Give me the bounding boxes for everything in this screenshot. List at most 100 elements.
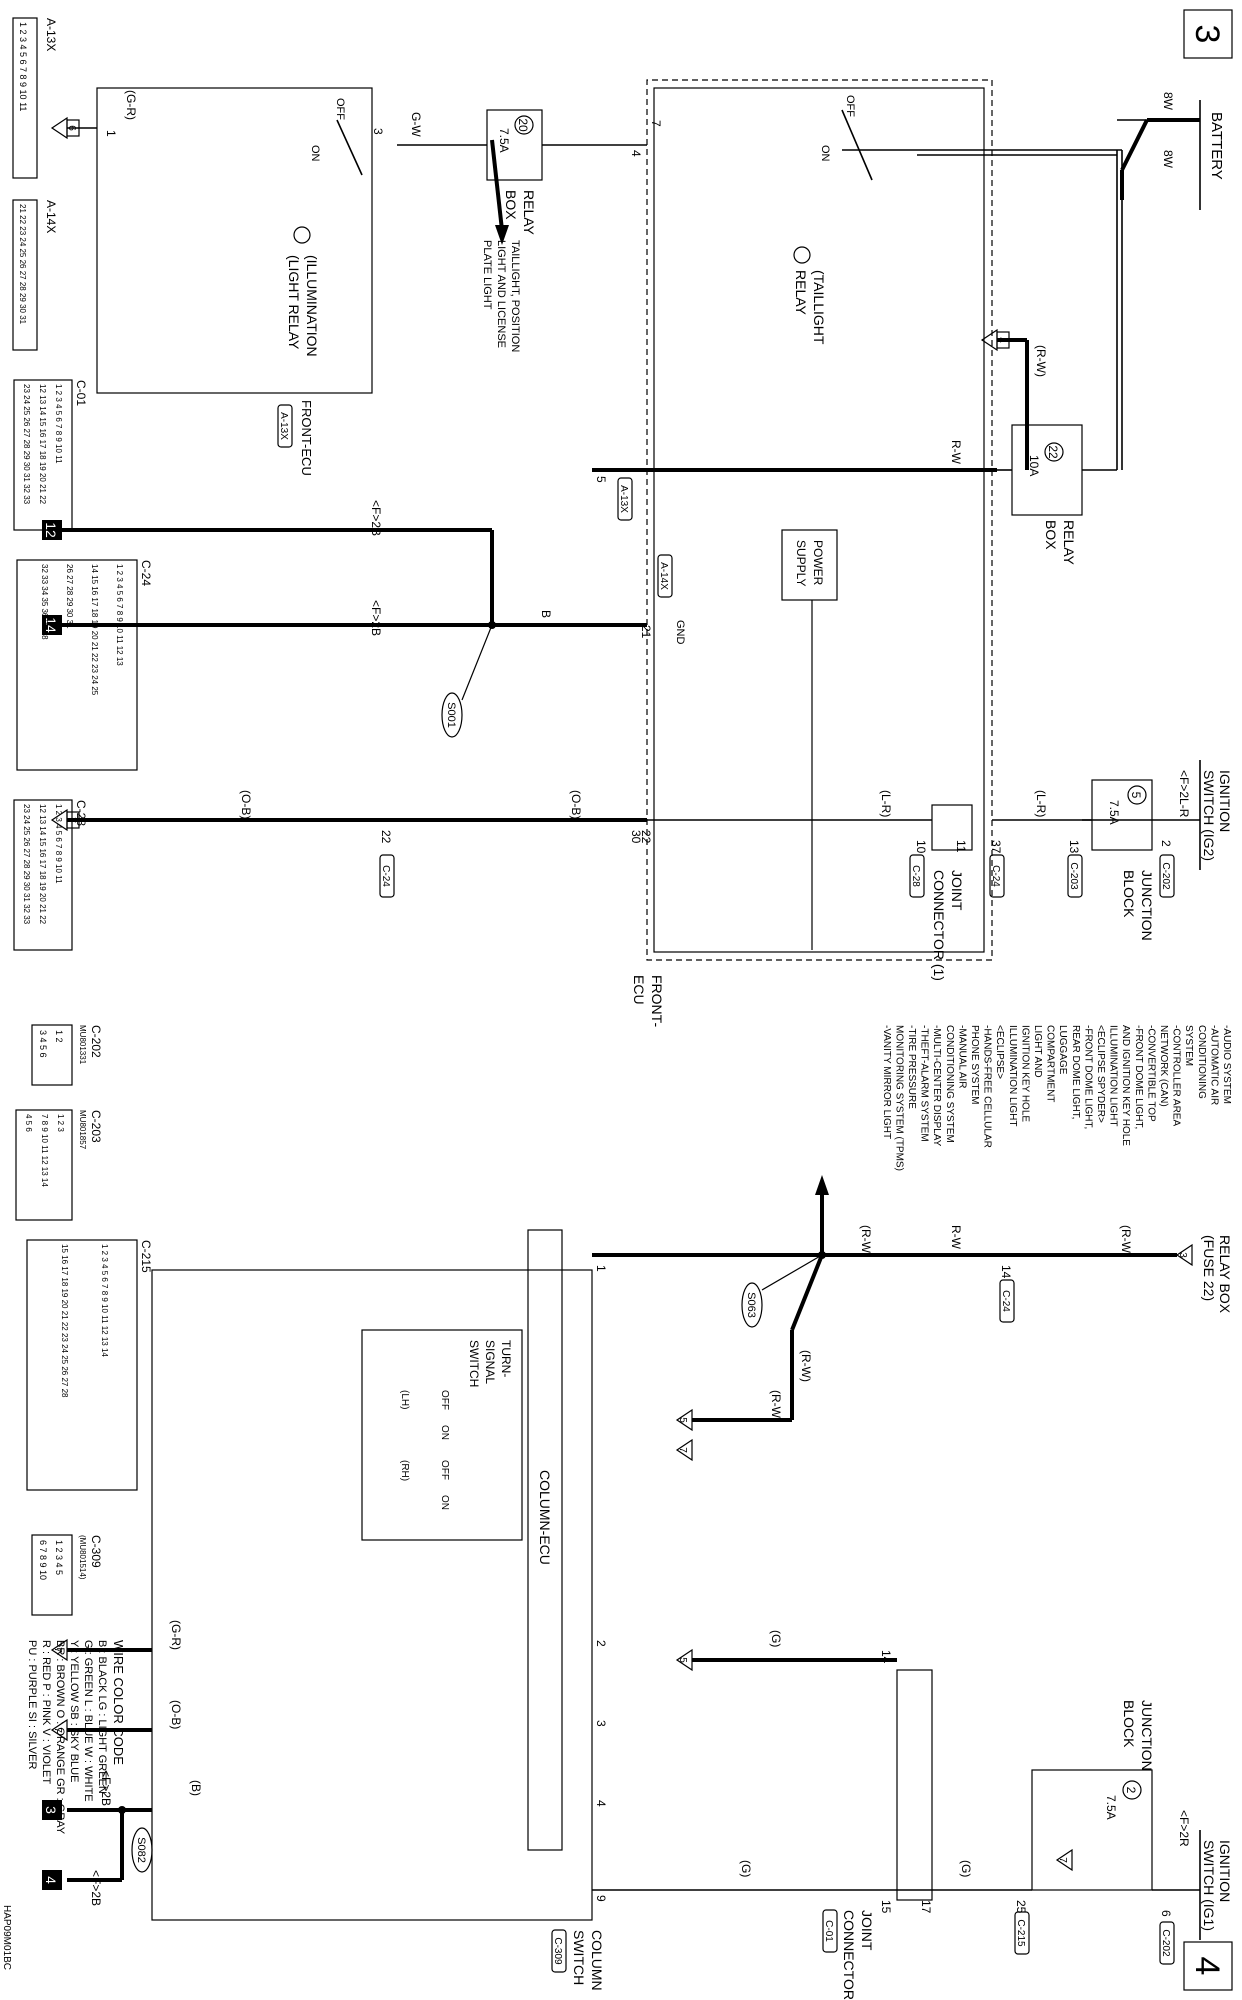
svg-text:23 24 25 26 27 28 29 30 31 32: 23 24 25 26 27 28 29 30 31 32 33 bbox=[22, 384, 31, 505]
svg-text:SWITCH: SWITCH bbox=[467, 1340, 481, 1387]
svg-text:2: 2 bbox=[1159, 840, 1173, 847]
battery: BATTERY 8W 8W bbox=[1120, 92, 1225, 210]
svg-text:BLOCK: BLOCK bbox=[1121, 1700, 1137, 1748]
relay-box-top: 22 10A RELAY BOX bbox=[1011, 424, 1083, 566]
svg-text:7 8 9 10 11 12 13 14: 7 8 9 10 11 12 13 14 bbox=[40, 1114, 49, 1187]
svg-text:BOX: BOX bbox=[1043, 520, 1059, 550]
svg-text:4: 4 bbox=[996, 337, 1007, 343]
svg-text:6: 6 bbox=[1159, 1910, 1173, 1917]
svg-text:4: 4 bbox=[594, 1800, 608, 1807]
svg-text:26 27 28 29 30 31: 26 27 28 29 30 31 bbox=[65, 564, 74, 629]
feed-item: PHONE SYSTEM bbox=[969, 1025, 980, 1104]
svg-text:(L-R): (L-R) bbox=[1034, 790, 1048, 817]
svg-text:A-14X: A-14X bbox=[44, 200, 58, 233]
svg-text:22: 22 bbox=[379, 830, 393, 844]
junction-block-1: 5 7.5A JUNCTION BLOCK 13 C-203 bbox=[1067, 779, 1155, 941]
svg-text:37: 37 bbox=[989, 840, 1003, 854]
svg-text:(G-R): (G-R) bbox=[124, 90, 138, 120]
feed-item: MONITORING SYSTEM (TPMS) bbox=[893, 1025, 904, 1171]
feed-item: <ECLIPSE> bbox=[994, 1025, 1005, 1079]
front-ecu-label-b: FRONT-ECU A-13X bbox=[277, 400, 314, 476]
svg-text:7: 7 bbox=[1057, 1857, 1068, 1863]
feed-item: -FRONT DOME LIGHT, bbox=[1133, 1025, 1144, 1129]
svg-text:RELAY: RELAY bbox=[793, 270, 809, 316]
svg-text:OFF: OFF bbox=[844, 95, 856, 117]
svg-text:(ILLUMINATION: (ILLUMINATION bbox=[304, 255, 320, 357]
feed-item: -AUDIO SYSTEM bbox=[1221, 1025, 1232, 1104]
relay-box-fuse-ref: RELAY BOX (FUSE 22) 3 bbox=[1175, 1235, 1233, 1314]
joint-connector-1: JOINT CONNECTOR (1) C-28 bbox=[909, 804, 973, 981]
feed-item: -HANDS-FREE CELLULAR bbox=[982, 1025, 993, 1148]
svg-text:<F>2R: <F>2R bbox=[1177, 1810, 1191, 1847]
turn-signal-switch: TURN- SIGNAL SWITCH OFF ON (LH) OFF ON (… bbox=[361, 1329, 523, 1541]
svg-text:BOX: BOX bbox=[503, 190, 519, 220]
feed-item: IGNITION KEY HOLE bbox=[1019, 1025, 1030, 1122]
svg-text:15 16 17 18 19 20 21 22 23 24: 15 16 17 18 19 20 21 22 23 24 25 26 27 2… bbox=[60, 1244, 69, 1398]
svg-text:<F>2B: <F>2B bbox=[99, 1770, 113, 1806]
svg-text:C-215: C-215 bbox=[1015, 1919, 1026, 1947]
page-number-left: 3 bbox=[1183, 9, 1233, 59]
svg-text:TAILLIGHT, POSITION: TAILLIGHT, POSITION bbox=[509, 240, 521, 352]
svg-text:25: 25 bbox=[1014, 1900, 1028, 1914]
svg-text:(LIGHT RELAY: (LIGHT RELAY bbox=[286, 255, 302, 350]
ground-ref-3: 3 bbox=[42, 1800, 62, 1820]
svg-text:ON: ON bbox=[309, 145, 321, 162]
svg-text:(G): (G) bbox=[769, 1630, 783, 1647]
svg-text:5: 5 bbox=[677, 1657, 688, 1663]
svg-text:S082: S082 bbox=[135, 1837, 147, 1863]
svg-text:1 2 3 4 5: 1 2 3 4 5 bbox=[54, 1540, 64, 1575]
svg-text:<F>2B: <F>2B bbox=[369, 600, 383, 636]
svg-text:GND: GND bbox=[674, 620, 686, 645]
svg-text:12 13 14 15 16 17 18 19 20 21: 12 13 14 15 16 17 18 19 20 21 22 bbox=[38, 384, 47, 505]
svg-text:(O-B): (O-B) bbox=[239, 790, 253, 819]
svg-text:C-28: C-28 bbox=[910, 865, 921, 887]
svg-text:17: 17 bbox=[919, 1900, 933, 1914]
svg-text:R-W: R-W bbox=[949, 1225, 963, 1250]
svg-text:C-215: C-215 bbox=[139, 1240, 153, 1273]
svg-text:C-01: C-01 bbox=[823, 1920, 834, 1942]
svg-text:(L-R): (L-R) bbox=[879, 790, 893, 817]
svg-text:A-13X: A-13X bbox=[44, 18, 58, 51]
feed-item: NETWORK (CAN) bbox=[1158, 1025, 1169, 1107]
svg-text:12 13 14 15 16 17 18 19 20 21: 12 13 14 15 16 17 18 19 20 21 22 bbox=[38, 804, 47, 925]
connector-c28: C-28 1 2 3 4 5 6 7 8 9 10 11 12 13 14 15… bbox=[13, 799, 88, 951]
color-code-line: Y : YELLOW SB : SKY BLUE bbox=[68, 1640, 80, 1782]
junction-block-2: 2 7.5A JUNCTION BLOCK 7 25 C-215 bbox=[1014, 1700, 1155, 1955]
svg-text:OFF: OFF bbox=[439, 1390, 450, 1410]
ground-ref-14: 14 bbox=[42, 615, 62, 635]
feed-item: <ECLIPSE SPYDER> bbox=[1095, 1025, 1106, 1123]
feed-item: -VANITY MIRROR LIGHT bbox=[881, 1025, 892, 1139]
svg-text:13: 13 bbox=[1067, 840, 1081, 854]
svg-text:<F>2B: <F>2B bbox=[89, 1870, 103, 1906]
svg-text:ON: ON bbox=[439, 1425, 450, 1440]
svg-text:MU801331: MU801331 bbox=[78, 1025, 87, 1065]
color-code-line: B : BLACK LG : LIGHT GREEN bbox=[96, 1640, 108, 1794]
svg-text:A-14X: A-14X bbox=[658, 562, 669, 590]
svg-text:(O-B): (O-B) bbox=[569, 790, 583, 819]
svg-text:SUPPLY: SUPPLY bbox=[794, 540, 808, 586]
feed-item: -MANUAL AIR bbox=[956, 1025, 967, 1089]
ref-arrow-7-right: 7 bbox=[675, 1438, 693, 1462]
svg-text:1 2 3 4 5 6 7 8 9 10 11: 1 2 3 4 5 6 7 8 9 10 11 bbox=[18, 22, 28, 111]
svg-text:(R-W): (R-W) bbox=[769, 1390, 783, 1422]
svg-text:10: 10 bbox=[914, 840, 928, 854]
svg-text:32 33 34 35 36 37 38: 32 33 34 35 36 37 38 bbox=[40, 564, 49, 640]
ref-arrow-6: 6 bbox=[50, 116, 80, 140]
svg-text:SWITCH (IG1): SWITCH (IG1) bbox=[1201, 1840, 1217, 1931]
feed-item: LUGGAGE bbox=[1057, 1025, 1068, 1075]
feed-item: CONDITIONING SYSTEM bbox=[944, 1025, 955, 1143]
svg-text:JUNCTION: JUNCTION bbox=[1139, 870, 1155, 941]
svg-text:1 2 3 4 5 6 7 8 9 10 11: 1 2 3 4 5 6 7 8 9 10 11 bbox=[54, 384, 63, 464]
feed-item: SYSTEM bbox=[1183, 1025, 1194, 1066]
svg-text:TURN-: TURN- bbox=[499, 1340, 513, 1377]
svg-text:COLUMN-ECU: COLUMN-ECU bbox=[537, 1470, 553, 1565]
svg-text:(LH): (LH) bbox=[399, 1390, 410, 1409]
svg-text:5: 5 bbox=[1129, 792, 1143, 799]
svg-text:IGNITION: IGNITION bbox=[1217, 1840, 1233, 1902]
svg-text:1 2 3 4 5 6 7 8 9 10 11 12 13: 1 2 3 4 5 6 7 8 9 10 11 12 13 bbox=[115, 564, 124, 666]
svg-text:RELAY: RELAY bbox=[521, 190, 537, 236]
connector-c309: C-309 (MU801514) 1 2 3 4 5 6 7 8 9 10 bbox=[31, 1534, 103, 1616]
svg-text:1 2 3 4 5 6 7 8 9 10 11: 1 2 3 4 5 6 7 8 9 10 11 bbox=[54, 804, 63, 884]
feed-list: -AUDIO SYSTEM-AUTOMATIC AIR CONDITIONING… bbox=[881, 1025, 1232, 1171]
